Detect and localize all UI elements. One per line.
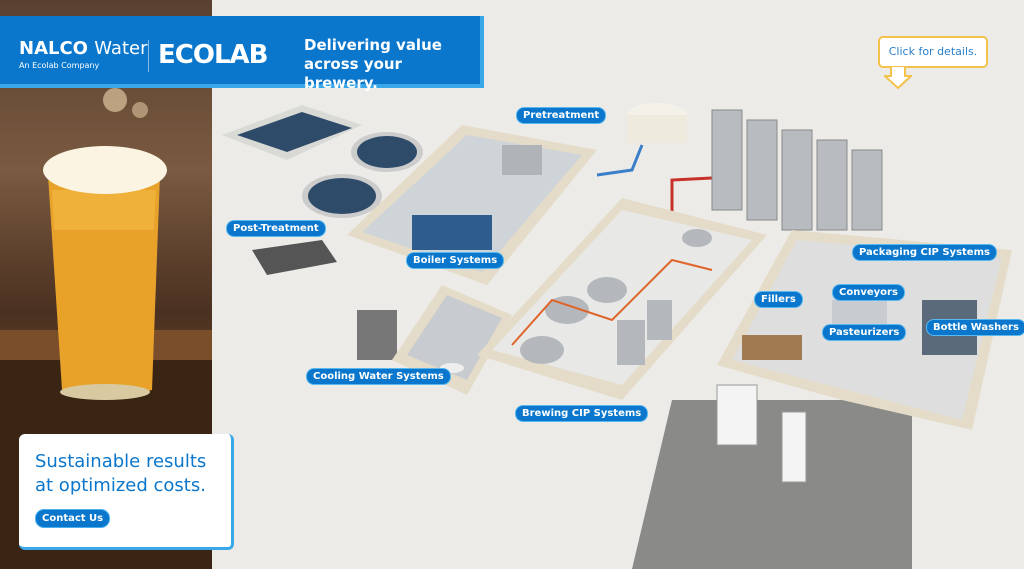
nalco-water-logo[interactable]: NALCO Water (19, 38, 147, 59)
hotspot-boiler-systems[interactable]: Boiler Systems (406, 252, 505, 269)
logo-secondary: Water (94, 38, 148, 59)
down-arrow-icon (884, 66, 912, 90)
hotspot-bottle-washers[interactable]: Bottle Washers (926, 319, 1024, 336)
promo-card: Sustainable results at optimized costs. C… (19, 434, 234, 550)
logo-subtitle: An Ecolab Company (19, 61, 100, 70)
hotspot-brewing-cip-systems[interactable]: Brewing CIP Systems (515, 405, 649, 422)
hotspot-conveyors[interactable]: Conveyors (832, 284, 905, 301)
tagline-line-2: across your brewery. (304, 55, 402, 92)
hotspot-post-treatment[interactable]: Post-Treatment (226, 220, 326, 237)
tagline-line-1: Delivering value (304, 36, 442, 54)
ecolab-logo[interactable]: ECOLAB (158, 40, 268, 70)
site-header: NALCO Water An Ecolab Company ECOLAB Del… (0, 16, 484, 92)
promo-heading: Sustainable results at optimized costs. (35, 450, 206, 498)
click-for-details-tooltip: Click for details. (878, 36, 988, 68)
promo-line-1: Sustainable results (35, 451, 207, 472)
hotspot-fillers[interactable]: Fillers (754, 291, 803, 308)
hotspot-pasteurizers[interactable]: Pasteurizers (822, 324, 907, 341)
hotspot-pretreatment[interactable]: Pretreatment (516, 107, 607, 124)
hotspot-cooling-water-systems[interactable]: Cooling Water Systems (306, 368, 451, 385)
contact-us-button[interactable]: Contact Us (35, 509, 111, 528)
promo-line-2: at optimized costs. (35, 475, 206, 496)
hotspot-packaging-cip-systems[interactable]: Packaging CIP Systems (852, 244, 997, 261)
logo-primary: NALCO (19, 38, 88, 59)
logo-divider (148, 40, 149, 72)
